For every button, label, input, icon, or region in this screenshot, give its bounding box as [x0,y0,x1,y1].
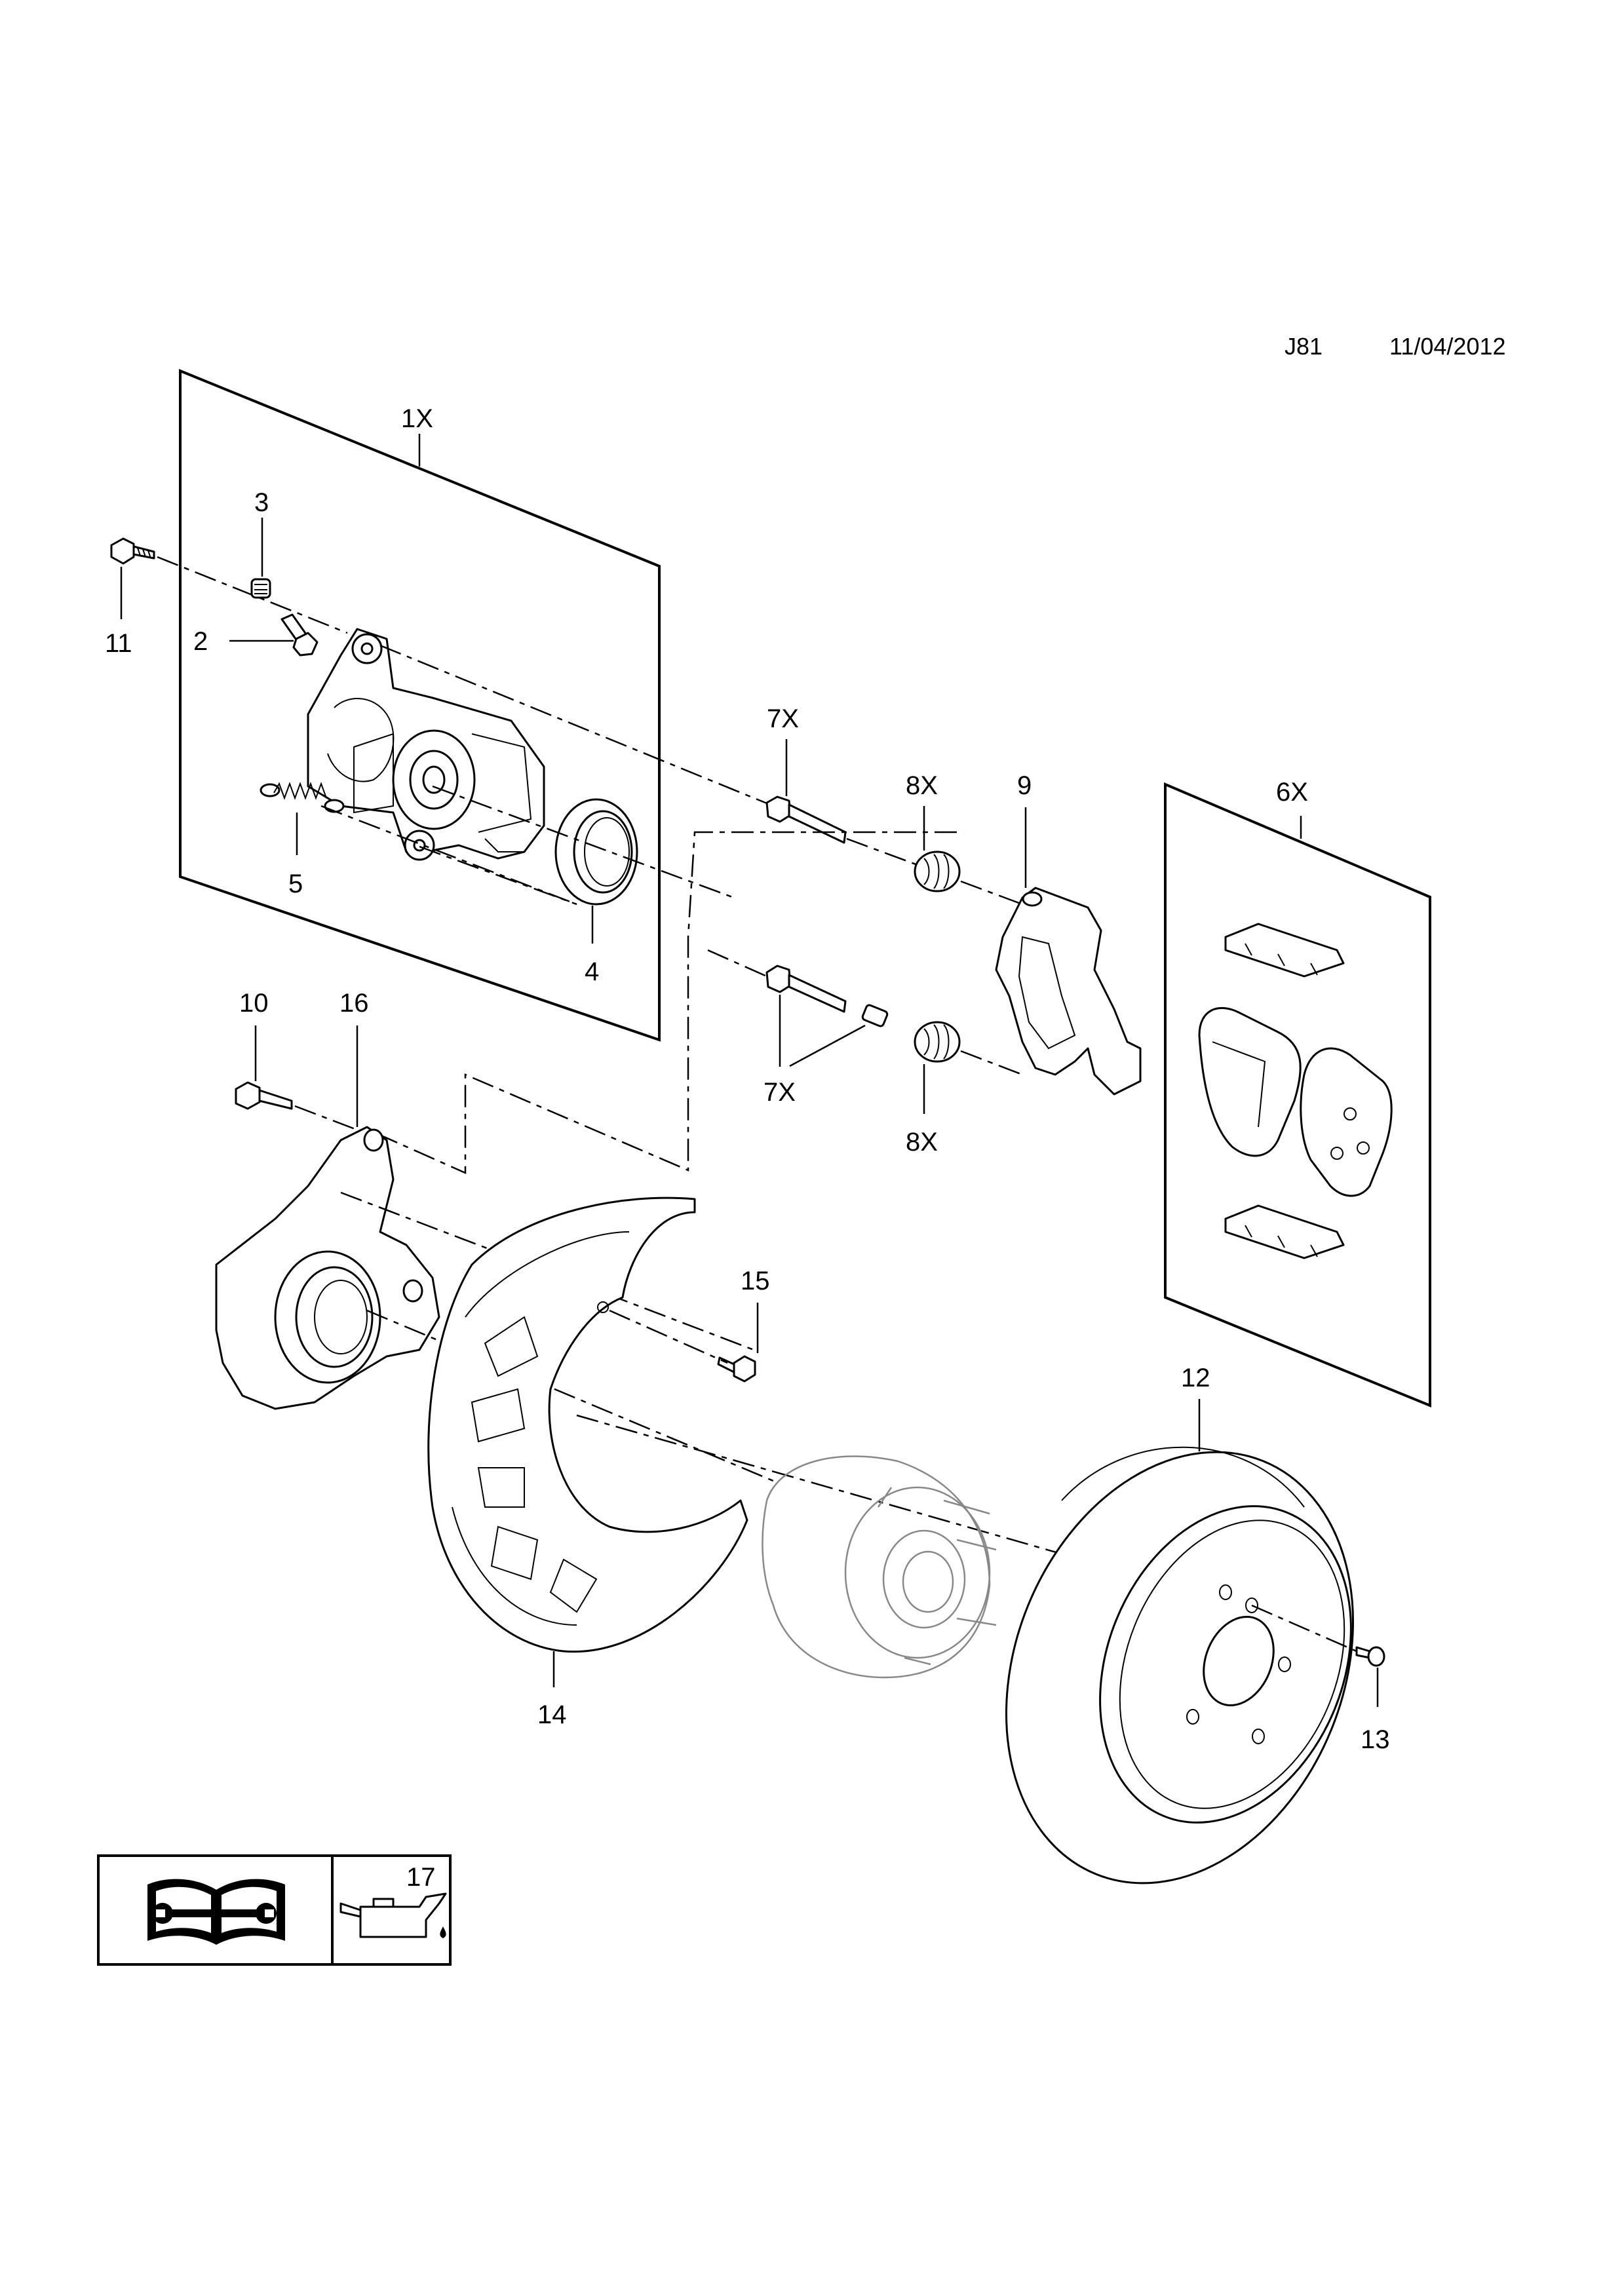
part-2-bleed-screw [280,613,319,657]
callout-15: 15 [741,1267,770,1295]
callout-12: 12 [1181,1364,1210,1392]
part-6x-pad-clip-lower [1224,1204,1345,1259]
callout-6x: 6X [1276,778,1308,807]
part-11-bolt [110,537,155,565]
callout-7x-upper: 7X [767,704,799,733]
callout-4: 4 [585,957,599,986]
callout-5: 5 [288,870,303,898]
part-14-splash-shield [427,1196,748,1653]
callout-1x: 1X [401,404,433,433]
part-1x-caliper [307,628,545,861]
callout-9: 9 [1017,771,1032,800]
oil-can-icon [339,1892,447,1938]
part-7x-guide-pin-upper [765,795,847,844]
part-16-steering-knuckle [215,1126,440,1410]
part-13-disc-screw [1355,1646,1385,1667]
callout-8x-upper: 8X [906,771,938,800]
part-6x-pad-inner [1300,1047,1393,1197]
part-6x-pad-clip-upper [1224,923,1345,978]
callout-2: 2 [193,627,208,656]
brake-pad-kit-panel [1164,782,1431,1407]
wheel-hub-bearing [762,1455,997,1679]
part-4-piston-seal [554,798,638,906]
callout-3: 3 [254,488,269,517]
callout-13: 13 [1361,1725,1390,1754]
part-12-brake-disc [1005,1446,1354,1885]
callout-8x-lower: 8X [906,1128,938,1157]
part-6x-pad-outer [1198,1006,1302,1157]
caliper-kit-panel [179,369,661,1042]
part-8x-boot-lower [914,1021,961,1063]
manual-wrench-icon [147,1879,285,1945]
part-10-bracket-bolt [235,1081,293,1110]
callout-14: 14 [537,1700,567,1729]
legend-box [97,1854,452,1966]
diagram-code: J81 [1285,333,1323,360]
part-15-shield-screw [717,1355,756,1383]
callout-16: 16 [339,989,369,1018]
part-7x-guide-pin-lower [765,965,889,1027]
part-9-caliper-bracket [995,887,1142,1096]
callout-17: 17 [406,1863,436,1892]
callout-7x-lower: 7X [764,1078,796,1107]
callout-11: 11 [105,629,132,658]
callout-10: 10 [239,989,269,1018]
part-3-bleed-cap [250,578,271,599]
part-8x-boot-upper [914,851,961,892]
diagram-date: 11/04/2012 [1389,333,1506,360]
